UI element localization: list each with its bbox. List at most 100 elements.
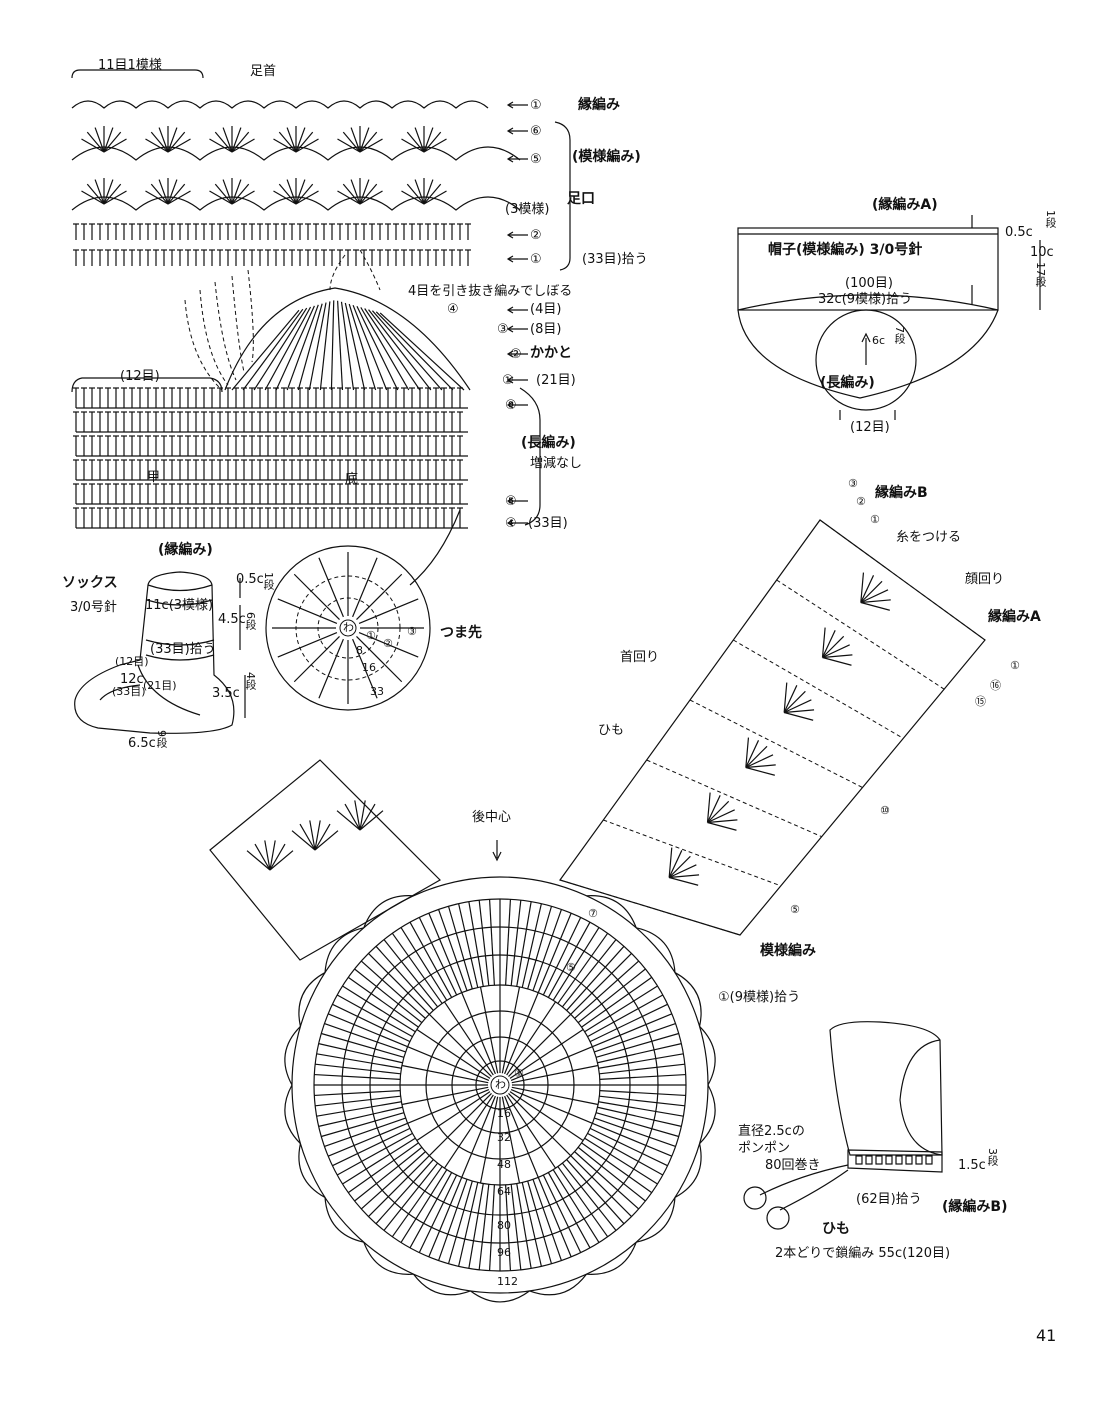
- pattern-label: (模様編み): [572, 149, 641, 165]
- count-33-label: (33目): [528, 516, 568, 531]
- hat-dim-05: 0.5c: [1005, 225, 1033, 240]
- ankle-label: 足首: [250, 64, 277, 79]
- toe-chart-drawing: [265, 509, 461, 711]
- crown-count-112: 112: [497, 1275, 518, 1288]
- toe-center: わ: [343, 621, 354, 634]
- pattern-stitch-label: 模様編み: [760, 943, 816, 959]
- right-row-5: ⑤: [790, 903, 800, 916]
- repeats-3-label: (3模様): [505, 202, 550, 217]
- sock-rows-4: 4段: [244, 672, 257, 690]
- inner-row-1: ①: [514, 1067, 524, 1080]
- crown-count-16: 16: [497, 1107, 511, 1120]
- page-number: 41: [1036, 1326, 1057, 1345]
- sole-row-9: ⑨: [505, 398, 517, 413]
- crown-count-48: 48: [497, 1158, 511, 1171]
- toe-label: つま先: [440, 625, 482, 641]
- pompom-label: 直径2.5cの: [738, 1124, 805, 1139]
- bonnet-dim: 1.5c: [958, 1158, 986, 1173]
- cuff-dim-label: 11c(3模様): [145, 598, 214, 613]
- bonnet-rows: 3段: [986, 1148, 999, 1166]
- row-marker-1b: ①: [530, 252, 542, 267]
- inner-row-5: ⑤: [566, 961, 576, 974]
- pompom-label-2: ポンポン: [738, 1141, 791, 1156]
- bonnet-tie-label: ひも: [822, 1221, 850, 1237]
- heel-row-1: ①: [502, 373, 514, 388]
- edge-a-label: 縁編みA: [988, 609, 1041, 625]
- edge-label: 縁編み: [578, 97, 620, 113]
- sock-c21: (21目): [143, 679, 177, 692]
- socks-title: ソックス: [62, 575, 118, 591]
- row-marker-5: ⑤: [530, 152, 542, 167]
- row-marker-6: ⑥: [530, 124, 542, 139]
- back-center-label: 後中心: [472, 810, 512, 825]
- toe-round-2: ②: [383, 637, 393, 650]
- hat-pickup: 32c(9模様)拾う: [818, 292, 913, 307]
- heel-count-4: (4目): [530, 302, 562, 317]
- row-marker-1: ①: [530, 98, 542, 113]
- hat-count-100: (100目): [845, 276, 893, 291]
- edge-b-row-2: ②: [856, 495, 866, 508]
- toe-count-8: 8: [356, 644, 363, 657]
- repeat-label: 11目1模様: [98, 58, 162, 73]
- sock-sketch: [74, 571, 246, 734]
- toe-count-16: 16: [362, 661, 376, 674]
- attach-yarn-label: 糸をつける: [896, 530, 962, 545]
- sock-rows-6: 6段: [244, 612, 257, 630]
- face-edge-label: 顔回り: [965, 572, 1005, 587]
- hat-edge-a: (縁編みA): [872, 197, 938, 213]
- crown-dim: 6c: [872, 334, 886, 347]
- crown-count-80: 80: [497, 1219, 511, 1232]
- hat-rows-1: 1段: [1044, 210, 1057, 228]
- cuff-label: 足口: [567, 191, 595, 207]
- sole-row-4: ④: [505, 516, 517, 531]
- hat-schematic: [737, 215, 1041, 420]
- crown-label: (長編み): [820, 375, 875, 391]
- right-row-16: ⑯: [990, 679, 1001, 692]
- sock-rows-1: 1段: [262, 572, 275, 590]
- heel-row-4: ④: [447, 302, 459, 317]
- right-row-1: ①: [1010, 659, 1020, 672]
- sock-dim-05: 0.5c: [236, 572, 264, 587]
- dc-label: (長編み): [521, 435, 576, 451]
- row-marker-2: ②: [530, 228, 542, 243]
- crown-count-96: 96: [497, 1246, 511, 1259]
- hat-rows-17: 17段: [1034, 262, 1047, 287]
- sock-dim-65: 6.5c: [128, 736, 156, 751]
- crown-count-64: 64: [497, 1185, 511, 1198]
- instep-label: 甲: [147, 470, 161, 485]
- heel-note: 4目を引き抜き編みでしぼる: [408, 284, 573, 299]
- bonnet-tie-desc: 2本どりで鎖編み 55c(120目): [775, 1246, 951, 1261]
- sock-dim-35: 3.5c: [212, 686, 240, 701]
- sock-12c: 12c: [120, 672, 144, 687]
- crown-count: (12目): [850, 420, 890, 435]
- sock-pick-33: (33目)拾う: [150, 642, 216, 657]
- wind-label: 80回巻き: [765, 1158, 821, 1173]
- inner-row-7: ⑦: [588, 907, 598, 920]
- sock-dim-45: 4.5c: [218, 612, 246, 627]
- pickup-33-label: (33目)拾う: [582, 252, 648, 267]
- bonnet-edge-b: (縁編みB): [942, 1199, 1008, 1215]
- hat-dim-10: 10c: [1030, 245, 1054, 260]
- edge-b-label: 縁編みB: [875, 485, 928, 501]
- no-change-label: 増減なし: [530, 456, 583, 471]
- bonnet-sketch: [743, 1021, 943, 1230]
- sock-c33: (33目): [112, 685, 146, 698]
- sock-c12: (12目): [115, 655, 149, 668]
- pickup-9-label: ①(9模様)拾う: [718, 990, 801, 1005]
- toe-round-3: ③: [407, 625, 417, 638]
- sock-rows-9: 9段: [155, 730, 168, 748]
- heel-row-3: ③: [497, 322, 509, 337]
- heel-count-8: (8目): [530, 322, 562, 337]
- tie-label: ひも: [598, 723, 625, 738]
- hat-chart-drawing: [209, 519, 986, 1303]
- right-row-10: ⑩: [880, 804, 890, 817]
- neck-label: 首回り: [620, 650, 660, 665]
- sole-row-5: ⑤: [505, 494, 517, 509]
- crown-count-32: 32: [497, 1131, 511, 1144]
- count-12-label: (12目): [120, 369, 160, 384]
- crown-center: わ: [495, 1078, 506, 1091]
- socks-needle: 3/0号針: [70, 600, 117, 615]
- sock-chart-drawing: [71, 69, 571, 529]
